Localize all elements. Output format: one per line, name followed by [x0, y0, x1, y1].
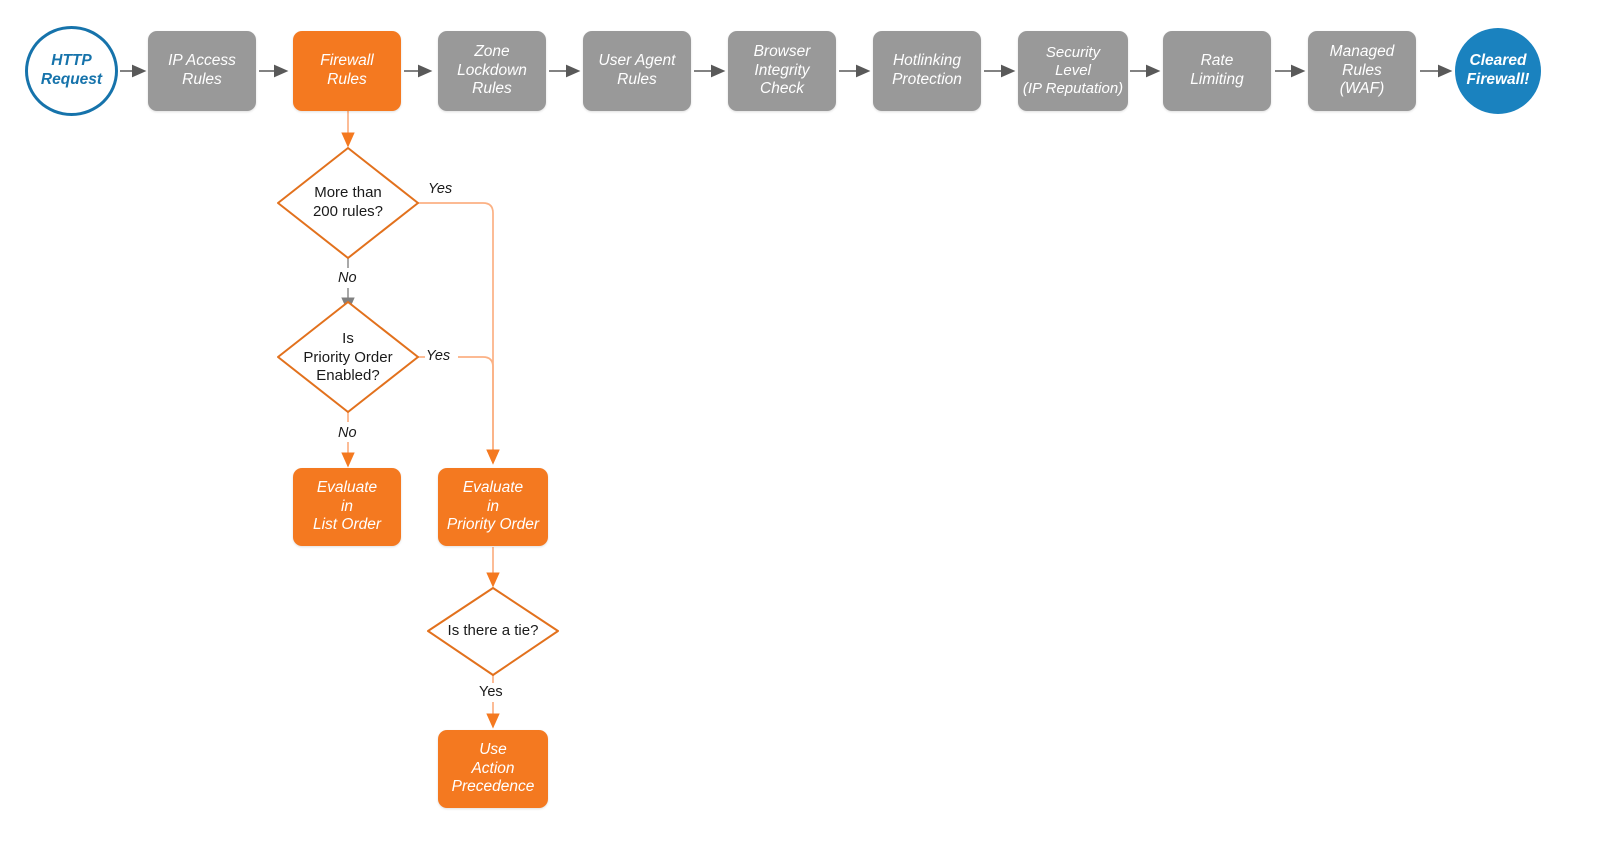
- node-label-hotlinking-protection: Hotlinking Protection: [892, 52, 962, 88]
- node-evaluate-in-list-order[interactable]: Evaluate in List Order: [293, 468, 401, 546]
- node-label-ip-access-rules: IP Access Rules: [168, 52, 236, 88]
- diamond-more-than-200-rules: [277, 147, 419, 259]
- edge-label-rules200-no: No: [338, 270, 357, 286]
- node-label-zone-lockdown-rules: Zone Lockdown Rules: [457, 42, 527, 98]
- edge-label-priority-yes: Yes: [426, 348, 451, 364]
- node-browser-integrity-check[interactable]: Browser Integrity Check: [728, 31, 836, 111]
- node-label-firewall-rules: Firewall Rules: [320, 52, 374, 88]
- node-firewall-rules[interactable]: Firewall Rules: [293, 31, 401, 111]
- node-label-security-level: Security Level (IP Reputation): [1022, 43, 1124, 98]
- node-label-evaluate-in-priority-order: Evaluate in Priority Order: [446, 478, 540, 534]
- node-label-managed-rules-waf: Managed Rules (WAF): [1329, 42, 1395, 98]
- node-user-agent-rules[interactable]: User Agent Rules: [583, 31, 691, 111]
- node-http-request[interactable]: HTTP Request: [25, 26, 118, 116]
- node-ip-access-rules[interactable]: IP Access Rules: [148, 31, 256, 111]
- node-rate-limiting[interactable]: Rate Limiting: [1163, 31, 1271, 111]
- node-cleared-firewall[interactable]: Cleared Firewall!: [1455, 28, 1541, 114]
- node-evaluate-in-priority-order[interactable]: Evaluate in Priority Order: [438, 468, 548, 546]
- node-label-browser-integrity-check: Browser Integrity Check: [753, 42, 811, 98]
- node-label-evaluate-in-list-order: Evaluate in List Order: [312, 478, 382, 534]
- node-security-level[interactable]: Security Level (IP Reputation): [1018, 31, 1128, 111]
- decision-label-more-than-200-rules: More than 200 rules?: [278, 168, 418, 238]
- edge-rules200-yes: [418, 202, 500, 465]
- decision-text-more-than-200-rules: More than 200 rules?: [312, 184, 384, 220]
- node-label-user-agent-rules: User Agent Rules: [598, 52, 676, 88]
- node-label-rate-limiting: Rate Limiting: [1190, 52, 1244, 88]
- diamond-is-priority-order-enabled: [277, 301, 419, 413]
- node-hotlinking-protection[interactable]: Hotlinking Protection: [873, 31, 981, 111]
- node-zone-lockdown-rules[interactable]: Zone Lockdown Rules: [438, 31, 546, 111]
- decision-text-is-there-a-tie: Is there a tie?: [447, 621, 539, 639]
- node-label-http-request: HTTP Request: [40, 52, 103, 88]
- diamond-is-there-a-tie: [427, 587, 559, 676]
- node-use-action-precedence[interactable]: Use Action Precedence: [438, 730, 548, 808]
- edge-priority-yes: [418, 356, 500, 465]
- decision-label-is-there-a-tie: Is there a tie?: [428, 616, 558, 646]
- decision-label-is-priority-order-enabled: Is Priority Order Enabled?: [273, 322, 423, 394]
- decision-text-is-priority-order-enabled: Is Priority Order Enabled?: [303, 329, 393, 385]
- edge-label-tie-yes: Yes: [479, 684, 503, 700]
- node-managed-rules-waf[interactable]: Managed Rules (WAF): [1308, 31, 1416, 111]
- node-label-cleared-firewall: Cleared Firewall!: [1466, 52, 1530, 88]
- edge-label-priority-no: No: [338, 425, 357, 441]
- decision-shapes: [277, 147, 559, 676]
- edge-label-rules200-yes: Yes: [428, 181, 453, 197]
- node-label-use-action-precedence: Use Action Precedence: [451, 740, 535, 796]
